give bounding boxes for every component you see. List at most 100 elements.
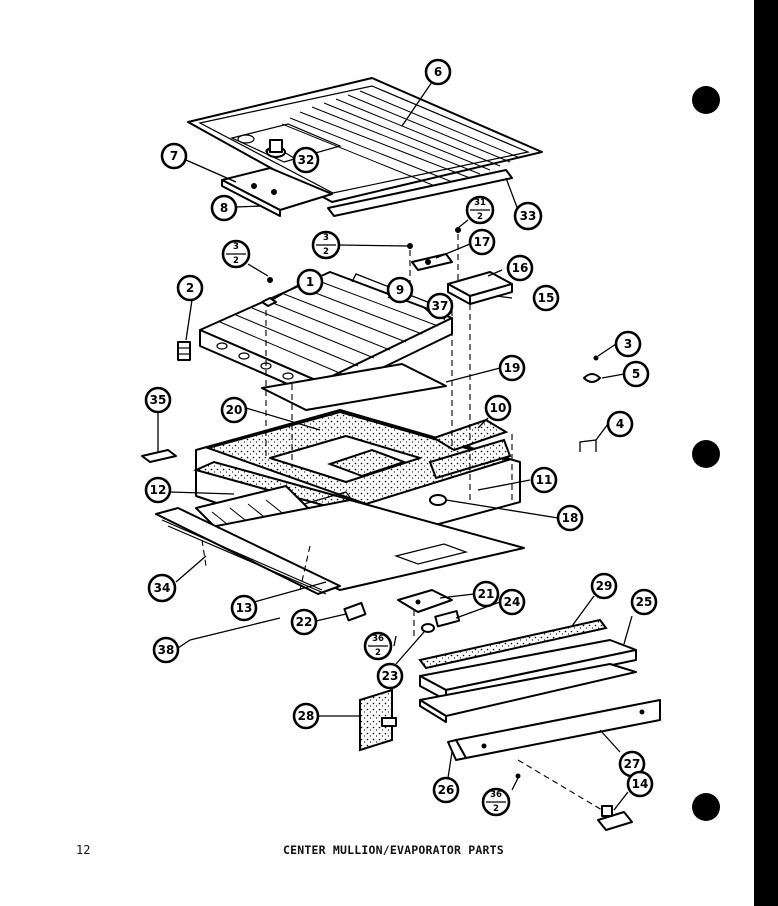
- part-drawer-top-gasket: [418, 618, 608, 670]
- svg-text:12: 12: [150, 483, 167, 497]
- svg-text:2: 2: [233, 256, 239, 266]
- part-screw-a: [267, 277, 273, 283]
- svg-text:13: 13: [236, 601, 253, 615]
- callout-3: 3: [614, 330, 642, 358]
- binder-hole-top: [692, 86, 720, 114]
- callout-13: 13: [230, 594, 258, 622]
- callout-18: 18: [556, 504, 584, 532]
- callout-32: 32: [292, 146, 320, 174]
- callout-21: 21: [472, 580, 500, 608]
- part-fitting: [177, 341, 191, 361]
- page-caption: CENTER MULLION/EVAPORATOR PARTS: [283, 843, 504, 857]
- svg-text:2: 2: [375, 648, 381, 658]
- svg-text:31: 31: [474, 198, 486, 208]
- leader-lines: [157, 81, 633, 811]
- svg-text:11: 11: [536, 473, 553, 487]
- callout-38: 38: [152, 636, 180, 664]
- svg-text:36: 36: [372, 634, 384, 644]
- part-front-panel: [447, 699, 661, 761]
- part-clamp: [583, 373, 601, 383]
- callout-fraction-36-2-lower: 36 2: [481, 787, 511, 817]
- svg-text:35: 35: [150, 393, 167, 407]
- part-control-plate: [221, 167, 333, 217]
- callout-6: 6: [424, 58, 452, 86]
- callout-fraction-3-2-left: 3 2: [221, 239, 251, 269]
- svg-text:36: 36: [490, 790, 502, 800]
- svg-text:15: 15: [538, 291, 555, 305]
- part-wire: [189, 617, 281, 641]
- part-screw-d: [593, 355, 599, 361]
- part-retainer: [141, 449, 177, 463]
- svg-text:2: 2: [323, 247, 329, 257]
- svg-text:21: 21: [478, 587, 495, 601]
- part-knob: [266, 139, 286, 158]
- svg-text:25: 25: [636, 595, 653, 609]
- part-pan-opening: [393, 543, 469, 565]
- svg-text:38: 38: [158, 643, 175, 657]
- page-number: 12: [76, 843, 91, 857]
- svg-text:23: 23: [382, 669, 399, 683]
- svg-text:8: 8: [220, 201, 228, 215]
- svg-text:2: 2: [477, 212, 483, 222]
- callout-29: 29: [590, 572, 618, 600]
- part-screw-b: [407, 243, 413, 249]
- callout-19: 19: [498, 354, 526, 382]
- svg-text:17: 17: [474, 235, 491, 249]
- callout-28: 28: [292, 702, 320, 730]
- callout-35: 35: [144, 386, 172, 414]
- callout-23: 23: [376, 662, 404, 690]
- callout-fraction-3-2-center: 3 2: [311, 230, 341, 260]
- part-drawer-frame: [419, 639, 637, 723]
- callout-15: 15: [532, 284, 560, 312]
- svg-text:32: 32: [298, 153, 315, 167]
- part-hinge-plate: [359, 688, 397, 752]
- callout-16: 16: [506, 254, 534, 282]
- part-screw-c: [455, 227, 461, 233]
- callout-26: 26: [432, 776, 460, 804]
- svg-text:5: 5: [632, 367, 640, 381]
- callout-fraction-36-2-upper: 36 2: [363, 631, 393, 661]
- callout-25: 25: [630, 588, 658, 616]
- part-bracket: [411, 253, 453, 271]
- svg-text:2: 2: [493, 804, 499, 814]
- svg-text:18: 18: [562, 511, 579, 525]
- callout-11: 11: [530, 466, 558, 494]
- svg-text:9: 9: [396, 283, 404, 297]
- binder-hole-middle: [692, 440, 720, 468]
- part-lamp-socket: [434, 610, 461, 628]
- svg-text:1: 1: [306, 275, 314, 289]
- svg-text:26: 26: [438, 783, 455, 797]
- scan-edge-bar: [754, 0, 778, 906]
- callout-4: 4: [606, 410, 634, 438]
- callout-5: 5: [622, 360, 650, 388]
- callout-27: 27: [618, 750, 646, 778]
- svg-text:33: 33: [520, 209, 537, 223]
- svg-text:16: 16: [512, 261, 529, 275]
- svg-text:34: 34: [154, 581, 171, 595]
- part-hinge: [597, 805, 633, 831]
- svg-text:24: 24: [504, 595, 521, 609]
- part-front-trim-strip: [327, 169, 513, 217]
- svg-text:3: 3: [233, 242, 239, 252]
- callout-33: 33: [513, 201, 543, 231]
- callout-14: 14: [626, 770, 654, 798]
- svg-text:19: 19: [504, 361, 521, 375]
- part-drip-plate: [261, 363, 447, 411]
- callout-8: 8: [210, 194, 238, 222]
- callout-22: 22: [290, 608, 318, 636]
- svg-text:28: 28: [298, 709, 315, 723]
- svg-text:27: 27: [624, 757, 641, 771]
- callout-10: 10: [484, 394, 512, 422]
- svg-text:37: 37: [432, 299, 449, 313]
- callout-9: 9: [386, 276, 414, 304]
- svg-text:3: 3: [624, 337, 632, 351]
- part-thermostat-housing: [447, 271, 513, 305]
- callout-34: 34: [147, 573, 177, 603]
- part-screw-e: [515, 773, 521, 779]
- callout-fraction-31-2: 31 2: [465, 195, 495, 225]
- callout-17: 17: [468, 228, 496, 256]
- svg-text:4: 4: [616, 417, 624, 431]
- callout-20: 20: [220, 396, 248, 424]
- callout-37: 37: [426, 292, 454, 320]
